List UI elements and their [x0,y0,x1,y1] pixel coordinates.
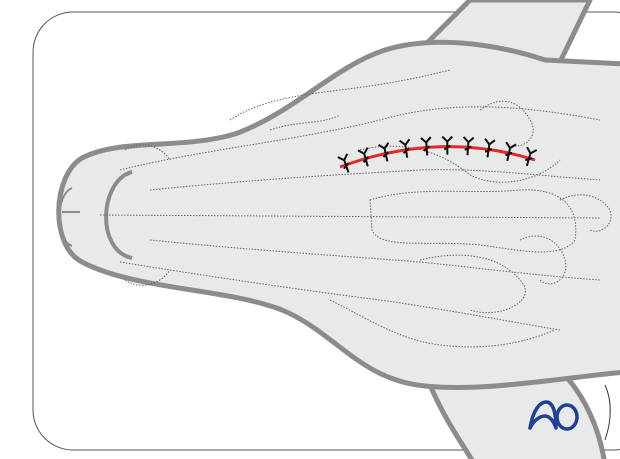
ao-logo-text: AO [0,0,2,1]
suture-stitch [505,141,517,162]
suture-stitch [441,135,453,155]
suture-stitch [378,142,390,162]
ao-logo [528,400,579,431]
suture-stitch [420,136,432,156]
ear-edge-line [604,384,611,441]
frame [32,11,620,451]
nose [58,187,80,247]
suture-stitch [525,146,538,167]
sutures [337,135,538,173]
suture-stitch [337,153,350,173]
suture-stitch [484,138,496,158]
skull-contours [99,69,612,348]
suture-stitch [399,138,411,158]
suture-stitch [462,136,475,156]
lower-ear [426,367,607,459]
suture-stitch [357,147,369,167]
